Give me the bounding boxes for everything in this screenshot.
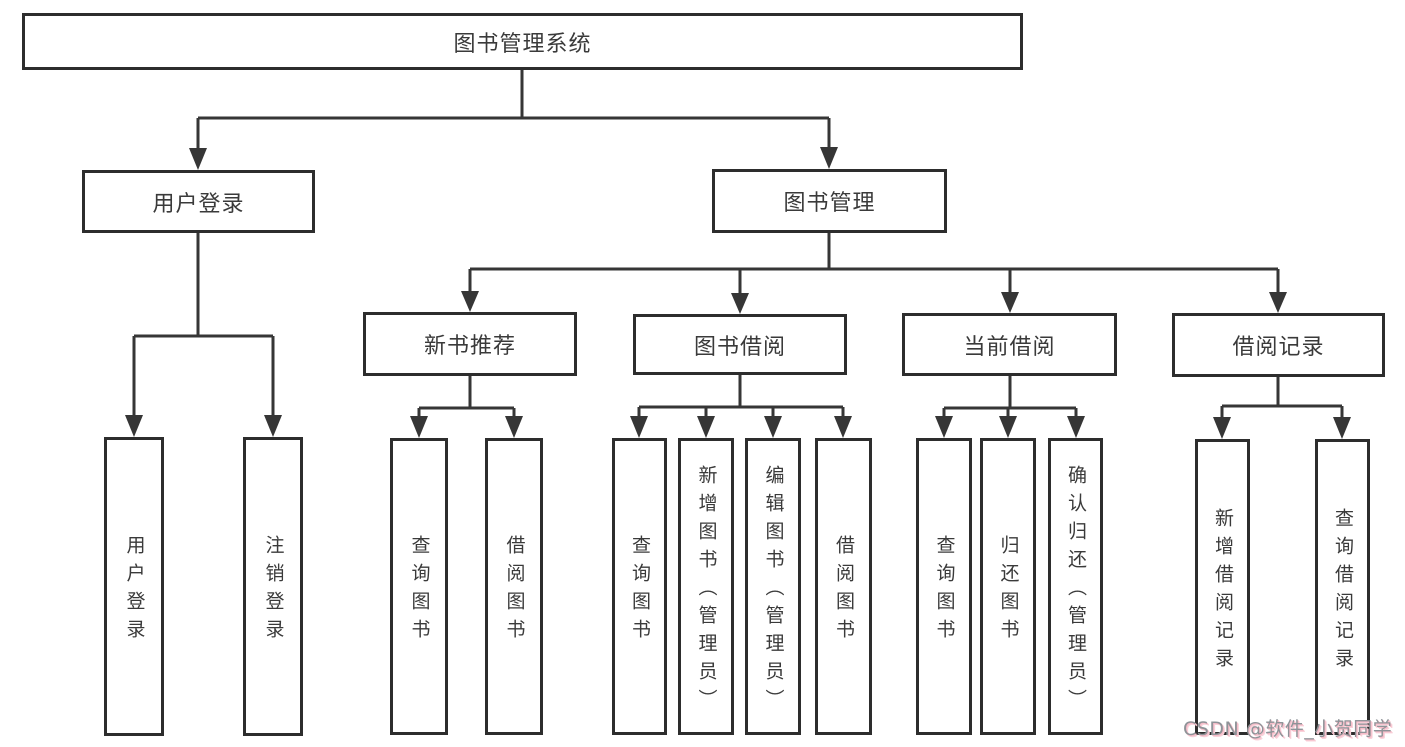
leaf-br-query-record: 查询借阅记录	[1315, 439, 1370, 735]
leaf-cb-confirm-return-admin: 确认归还（管理员）	[1048, 438, 1103, 735]
leaf-bb-query-books: 查询图书	[612, 438, 667, 735]
node-new-book-recommend: 新书推荐	[363, 312, 577, 376]
leaf-cb-query-books-label: 查询图书	[933, 535, 956, 647]
node-new-book-recommend-label: 新书推荐	[423, 334, 516, 359]
node-borrow-record-label: 借阅记录	[1232, 335, 1325, 360]
leaf-bb-query-books-label: 查询图书	[629, 535, 651, 647]
leaf-cb-return-books: 归还图书	[980, 438, 1036, 735]
leaf-br-add-record: 新增借阅记录	[1195, 439, 1250, 735]
leaf-nb-borrow-books-label: 借阅图书	[503, 535, 526, 647]
leaf-logout: 注销登录	[243, 437, 303, 736]
node-borrow-record: 借阅记录	[1172, 313, 1385, 377]
node-user-login: 用户登录	[82, 170, 315, 233]
leaf-user-login-label: 用户登录	[123, 535, 146, 647]
node-root: 图书管理系统	[22, 13, 1023, 70]
leaf-nb-borrow-books: 借阅图书	[485, 438, 543, 735]
leaf-nb-query-books: 查询图书	[390, 438, 448, 735]
node-book-borrow-label: 图书借阅	[693, 334, 786, 360]
leaf-bb-edit-books-admin: 编辑图书（管理员）	[745, 438, 801, 735]
node-current-borrow-label: 当前借阅	[963, 334, 1056, 360]
leaf-bb-add-books-admin: 新增图书（管理员）	[678, 438, 734, 735]
leaf-cb-return-books-label: 归还图书	[997, 535, 1020, 647]
leaf-cb-query-books: 查询图书	[916, 438, 972, 735]
leaf-nb-query-books-label: 查询图书	[408, 535, 431, 647]
leaf-br-query-record-label: 查询借阅记录	[1332, 507, 1354, 676]
node-book-borrow: 图书借阅	[633, 314, 847, 375]
node-user-login-label: 用户登录	[152, 191, 245, 217]
node-book-management-label: 图书管理	[783, 191, 876, 216]
node-root-label: 图书管理系统	[453, 31, 592, 57]
leaf-user-login: 用户登录	[104, 437, 164, 736]
leaf-bb-borrow-books-label: 借阅图书	[833, 535, 855, 647]
leaf-bb-borrow-books: 借阅图书	[815, 438, 872, 735]
leaf-bb-edit-books-admin-label: 编辑图书（管理员）	[762, 465, 785, 717]
leaf-br-add-record-label: 新增借阅记录	[1212, 507, 1234, 676]
csdn-watermark: CSDN @软件_小贺同学	[1183, 718, 1393, 740]
leaf-logout-label: 注销登录	[262, 535, 285, 647]
node-book-management: 图书管理	[712, 169, 947, 233]
leaf-bb-add-books-admin-label: 新增图书（管理员）	[695, 465, 718, 717]
leaf-cb-confirm-return-admin-label: 确认归还（管理员）	[1065, 465, 1087, 717]
node-current-borrow: 当前借阅	[902, 313, 1117, 376]
